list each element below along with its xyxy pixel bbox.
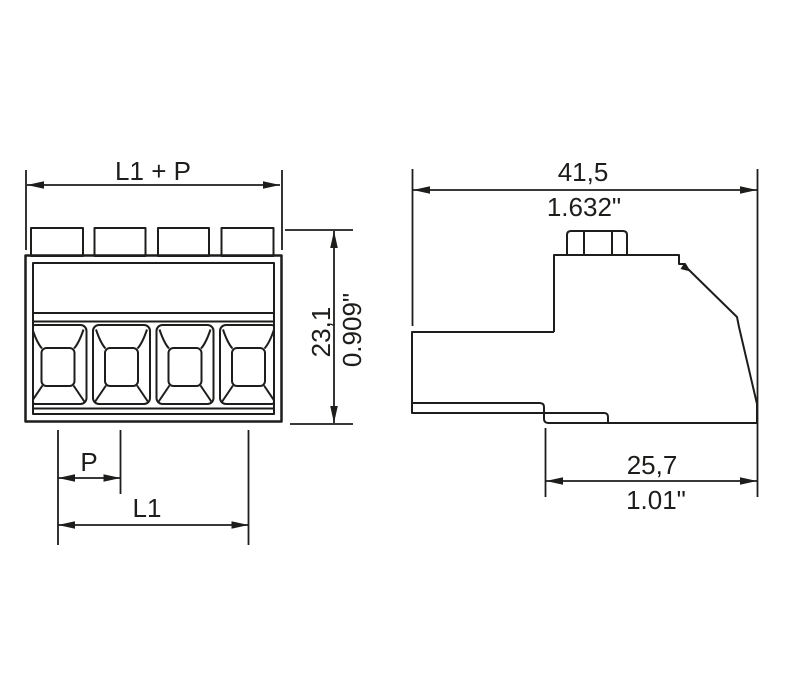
- arrowhead-left: [27, 181, 44, 189]
- dimension-side-width: 41,5 1.632": [411, 157, 759, 497]
- coding-tab: [157, 227, 210, 257]
- arrowhead-right: [103, 474, 121, 482]
- arrowhead-left: [413, 186, 430, 194]
- housing-inner-frame: [32, 262, 275, 415]
- housing-outline: [24, 254, 283, 423]
- dimension-height: 23,1 0.909": [285, 229, 367, 425]
- coding-tab: [220, 227, 275, 257]
- dim-side-width-inch-label: 1.632": [547, 192, 621, 222]
- dim-side-depth-inch-label: 1.01": [626, 485, 686, 515]
- arrowhead-left: [546, 477, 563, 485]
- dimension-length: L1: [58, 430, 250, 545]
- arrowhead-right: [740, 477, 757, 485]
- dim-length-label: L1: [133, 493, 162, 523]
- side-profile-upper: [553, 254, 758, 423]
- coding-tab: [30, 227, 84, 257]
- dim-overall-width-label: L1 + P: [115, 156, 191, 186]
- dimension-pitch: P: [57, 430, 122, 545]
- side-profile-bottom: [412, 402, 757, 424]
- terminal-row: [34, 324, 273, 405]
- terminal-opening: [34, 324, 88, 405]
- terminal-opening: [92, 324, 151, 405]
- terminal-opening: [155, 324, 215, 405]
- arrowhead-left: [58, 521, 75, 529]
- dim-height-inch-label: 0.909": [337, 293, 367, 367]
- terminal-opening: [219, 324, 273, 405]
- side-profile-left-block: [411, 331, 609, 423]
- arrowhead-left: [58, 474, 75, 482]
- dim-side-depth-mm-label: 25,7: [627, 450, 678, 480]
- arrowhead-right: [231, 521, 249, 529]
- arrowhead-right: [263, 181, 280, 189]
- coding-tab: [93, 227, 147, 257]
- front-view: [24, 227, 283, 423]
- arrowhead-down: [330, 406, 338, 423]
- dim-pitch-label: P: [80, 447, 97, 477]
- dimension-overall-width: L1 + P: [25, 156, 283, 250]
- side-view: [411, 230, 758, 424]
- arrowhead-right: [740, 186, 757, 194]
- dimension-side-depth: 25,7 1.01": [544, 428, 757, 515]
- latch-nose: [680, 263, 691, 272]
- dim-side-width-mm-label: 41,5: [558, 157, 609, 187]
- screw-head: [566, 230, 628, 255]
- dim-height-mm-label: 23,1: [306, 307, 336, 358]
- arrowhead-up: [330, 231, 338, 248]
